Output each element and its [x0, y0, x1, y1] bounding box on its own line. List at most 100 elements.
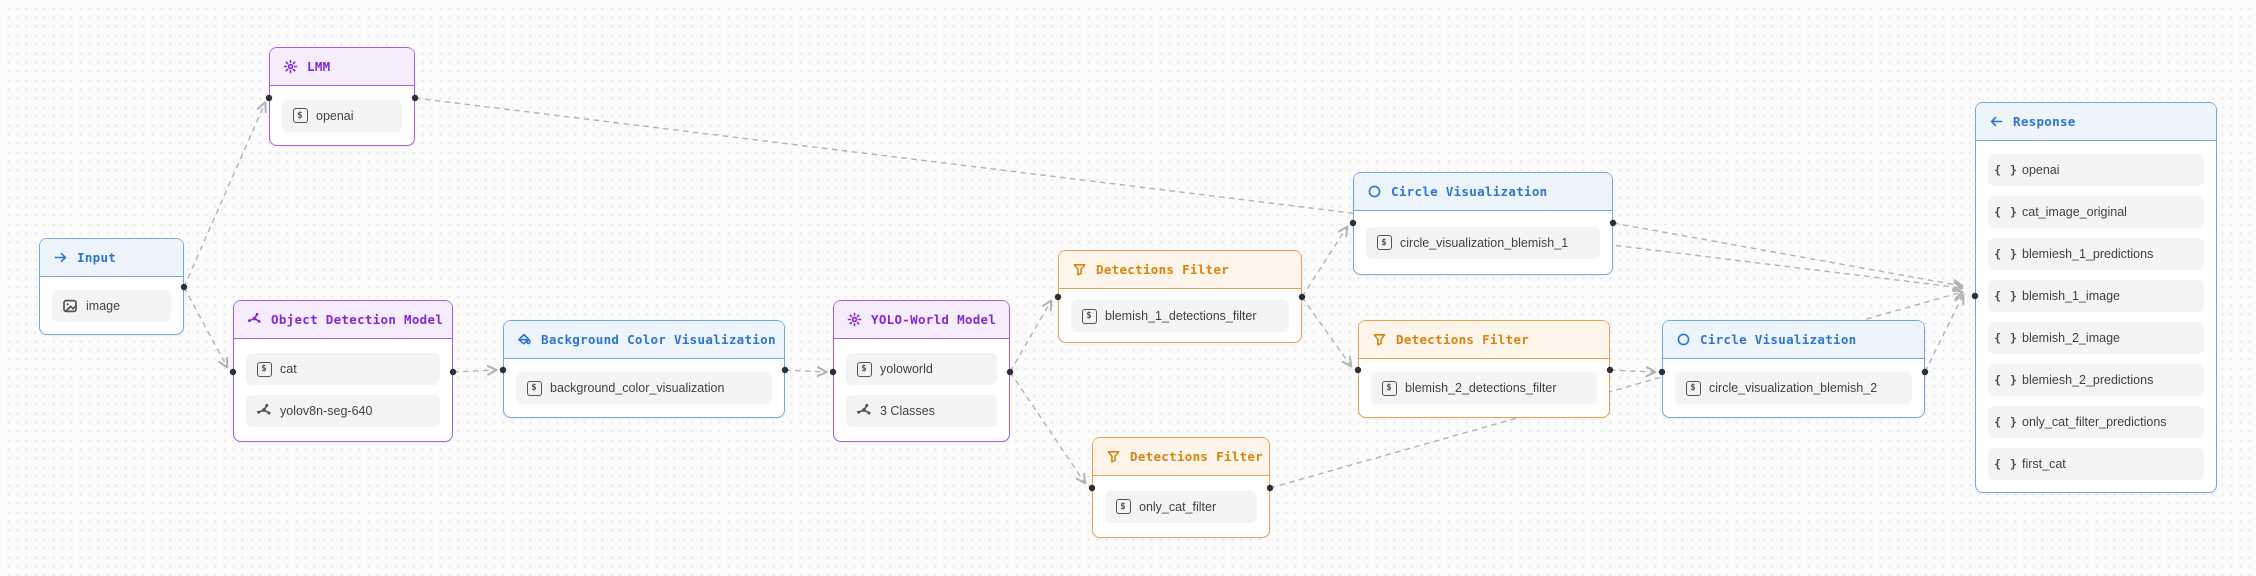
node-item[interactable]: { }blemish_1_image [1988, 279, 2204, 312]
node-item-label: blemiesh_2_predictions [2022, 372, 2154, 387]
braces-icon: { } [1994, 372, 2018, 387]
braces-icon: { } [1994, 246, 2018, 261]
node-item[interactable]: image [52, 289, 171, 322]
braces-icon: { } [1994, 414, 2018, 429]
handle-df3-right[interactable] [1266, 484, 1274, 492]
handle-cv1-left[interactable] [1349, 219, 1357, 227]
node-item[interactable]: $circle_visualization_blemish_2 [1675, 372, 1912, 404]
node-item-label: cat_image_original [2022, 204, 2127, 219]
handle-df1-left[interactable] [1054, 293, 1062, 301]
node-df3[interactable]: Detections Filter $only_cat_filter [1092, 437, 1270, 538]
node-header[interactable]: Background Color Visualization [504, 321, 784, 359]
node-odm[interactable]: Object Detection Model $cat yolov8n-seg-64… [233, 300, 453, 442]
handle-df3-left[interactable] [1088, 484, 1096, 492]
node-body: $ blemish_1_detections_filter [1059, 289, 1301, 343]
node-ywm[interactable]: YOLO-World Model $yoloworld 3 Classes [833, 300, 1010, 442]
node-title: Background Color Visualization [541, 332, 776, 347]
node-header[interactable]: Detections Filter [1059, 251, 1301, 289]
handle-lmm-right[interactable] [411, 94, 419, 102]
dollar-box-icon: $ [526, 380, 542, 396]
braces-icon: { } [1994, 162, 2018, 177]
circle-icon [1676, 332, 1691, 347]
handle-bcv-right[interactable] [781, 366, 789, 374]
handle-input-right[interactable] [180, 283, 188, 291]
node-header[interactable]: Response [1976, 103, 2216, 141]
node-header[interactable]: Circle Visualization [1354, 173, 1612, 211]
node-item-label: first_cat [2022, 456, 2066, 471]
handle-df2-right[interactable] [1606, 366, 1614, 374]
handle-odm-left[interactable] [229, 368, 237, 376]
node-item[interactable]: $yoloworld [846, 353, 997, 385]
node-header[interactable]: Detections Filter [1093, 438, 1269, 476]
node-bcv[interactable]: Background Color Visualization $backgroun… [503, 320, 785, 418]
node-header[interactable]: YOLO-World Model [834, 301, 1009, 339]
gear-icon [283, 59, 298, 74]
node-header[interactable]: Detections Filter [1359, 321, 1609, 359]
node-response[interactable]: Response{ }openai{ }cat_image_original{ … [1975, 102, 2217, 493]
node-item[interactable]: $ blemish_1_detections_filter [1071, 300, 1289, 332]
dollar-box-icon: $ [256, 361, 272, 377]
node-title: Input [77, 250, 117, 265]
node-item[interactable]: $background_color_visualization [516, 372, 772, 404]
handle-cv1-right[interactable] [1609, 219, 1617, 227]
arrow-left-icon [1989, 114, 2004, 129]
node-item[interactable]: yolov8n-seg-640 [246, 395, 440, 427]
handle-odm-right[interactable] [449, 368, 457, 376]
dollar-box-icon: $ [1685, 380, 1701, 396]
handle-cv2-left[interactable] [1658, 368, 1666, 376]
node-body: $openai [270, 86, 414, 145]
node-item-label: yoloworld [880, 362, 933, 376]
node-item[interactable]: { } blemiesh_2_predictions [1988, 363, 2204, 396]
handle-cv2-right[interactable] [1921, 368, 1929, 376]
dollar-box-icon: $ [1381, 380, 1397, 396]
node-item[interactable]: { }cat_image_original [1988, 195, 2204, 228]
node-title: Response [2013, 114, 2076, 129]
node-item-label: only_cat_filter_predictions [2022, 414, 2167, 429]
handle-ywm-right[interactable] [1006, 368, 1014, 376]
node-item[interactable]: { } first_cat [1988, 447, 2204, 480]
funnel-icon [1372, 332, 1387, 347]
node-cv2[interactable]: Circle Visualization $circle_visualizatio… [1662, 320, 1925, 418]
handle-df1-right[interactable] [1298, 293, 1306, 301]
node-header[interactable]: Circle Visualization [1663, 321, 1924, 359]
handle-df2-left[interactable] [1354, 366, 1362, 374]
node-item[interactable]: { } openai [1988, 153, 2204, 186]
node-item[interactable]: 3 Classes [846, 395, 997, 427]
handle-response-left[interactable] [1971, 292, 1979, 300]
braces-icon: { } [1994, 288, 2018, 303]
network-icon [247, 312, 262, 327]
node-df2[interactable]: Detections Filter $ blemish_2_detections_f… [1358, 320, 1610, 418]
node-item[interactable]: $openai [282, 99, 402, 132]
node-item[interactable]: { } only_cat_filter_predictions [1988, 405, 2204, 438]
node-item[interactable]: $circle_visualization_blemish_1 [1366, 226, 1600, 259]
node-body: image [40, 277, 183, 334]
node-header[interactable]: Object Detection Model [234, 301, 452, 339]
funnel-icon [1106, 449, 1121, 464]
handle-bcv-left[interactable] [499, 366, 507, 374]
node-item-label: openai [2022, 162, 2060, 177]
node-header[interactable]: LMM [270, 48, 414, 86]
node-df1[interactable]: Detections Filter $ blemish_1_detections_f… [1058, 250, 1302, 343]
node-title: Detections Filter [1096, 262, 1230, 277]
dollar-box-icon: $ [1081, 308, 1097, 324]
node-item[interactable]: $cat [246, 353, 440, 385]
network-icon [256, 403, 272, 419]
node-item-label: blemiesh_1_predictions [2022, 246, 2154, 261]
node-header[interactable]: Input [40, 239, 183, 277]
handle-lmm-left[interactable] [265, 94, 273, 102]
node-item[interactable]: $only_cat_filter [1105, 490, 1257, 523]
node-body: $ blemish_2_detections_filter [1359, 359, 1609, 417]
node-item[interactable]: { } blemiesh_1_predictions [1988, 237, 2204, 270]
node-item-label: blemish_2_detections_filter [1405, 381, 1557, 395]
node-body: $background_color_visualization [504, 359, 784, 417]
node-item[interactable]: { }blemish_2_image [1988, 321, 2204, 354]
node-item-label: blemish_1_detections_filter [1105, 309, 1257, 323]
node-item[interactable]: $ blemish_2_detections_filter [1371, 372, 1597, 404]
handle-ywm-left[interactable] [829, 368, 837, 376]
node-input[interactable]: Input image [39, 238, 184, 335]
braces-icon: { } [1994, 456, 2018, 471]
node-lmm[interactable]: LMM $openai [269, 47, 415, 146]
node-cv1[interactable]: Circle Visualization $circle_visualizatio… [1353, 172, 1613, 275]
node-title: YOLO-World Model [871, 312, 997, 327]
